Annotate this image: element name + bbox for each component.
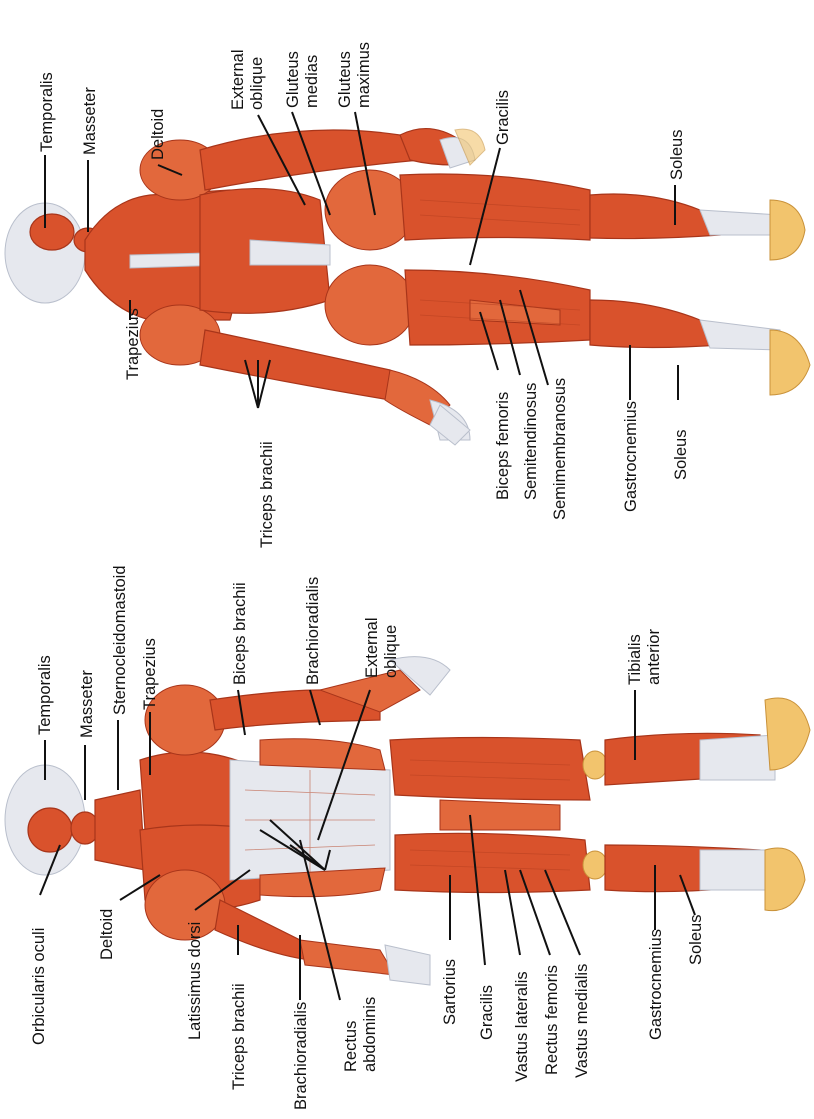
label-sternocleidomastoid: Sternocleidomastoid — [111, 566, 129, 716]
label-gluteus-medias-1: Gluteus — [284, 51, 302, 108]
label-trapezius-posterior: Trapezius — [124, 308, 142, 380]
label-latissimus-dorsi: Latissimus dorsi — [186, 922, 204, 1040]
label-masseter-anterior: Masseter — [78, 670, 96, 738]
label-brachioradialis-anterior: Brachioradialis — [292, 1002, 310, 1110]
label-tibialis-anterior-1: Tibialis — [626, 634, 644, 685]
label-external-oblique-anterior-1: External — [363, 617, 381, 678]
label-external-oblique-posterior-2: oblique — [248, 57, 266, 110]
label-orbicularis-oculi: Orbicularis oculi — [30, 928, 48, 1045]
label-gracilis-posterior: Gracilis — [494, 90, 512, 145]
label-masseter-posterior: Masseter — [81, 87, 99, 155]
label-trapezius-anterior: Trapezius — [141, 638, 159, 710]
label-gracilis-anterior: Gracilis — [478, 985, 496, 1040]
label-vastus-medialis: Vastus medialis — [573, 964, 591, 1078]
label-triceps-brachii-posterior: Triceps brachii — [258, 441, 276, 548]
label-semimembranosus: Semimembranosus — [551, 378, 569, 520]
label-rectus-femoris: Rectus femoris — [543, 965, 561, 1075]
label-rectus-abdominis-2: abdominis — [361, 997, 379, 1072]
label-gastrocnemius-anterior: Gastrocnemius — [647, 929, 665, 1040]
label-temporalis-posterior: Temporalis — [38, 72, 56, 152]
label-external-oblique-posterior-1: External — [229, 49, 247, 110]
label-triceps-brachii-anterior: Triceps brachii — [230, 983, 248, 1090]
label-deltoid-anterior: Deltoid — [98, 909, 116, 960]
label-temporalis-anterior: Temporalis — [36, 655, 54, 735]
posterior-figure — [5, 129, 810, 445]
label-biceps-brachii: Biceps brachii — [231, 582, 249, 685]
label-sartorius: Sartorius — [441, 959, 459, 1025]
label-rectus-abdominis-1: Rectus — [342, 1021, 360, 1072]
label-gluteus-maximus-1: Gluteus — [336, 51, 354, 108]
label-soleus-posterior-bottom: Soleus — [672, 430, 690, 480]
label-soleus-anterior: Soleus — [687, 915, 705, 965]
label-semitendinosus: Semitendinosus — [522, 383, 540, 500]
label-gluteus-medias-2: medias — [303, 55, 321, 108]
label-tibialis-anterior-2: anterior — [645, 629, 663, 685]
label-gluteus-maximus-2: maximus — [355, 42, 373, 108]
label-gastrocnemius-posterior: Gastrocnemius — [622, 401, 640, 512]
label-external-oblique-anterior-2: oblique — [382, 625, 400, 678]
label-soleus-posterior-top: Soleus — [668, 130, 686, 180]
label-deltoid-posterior: Deltoid — [149, 109, 167, 160]
label-biceps-femoris: Biceps femoris — [494, 392, 512, 500]
label-vastus-lateralis: Vastus lateralis — [513, 971, 531, 1082]
label-brachioradialis-arm: Brachioradialis — [304, 577, 322, 685]
